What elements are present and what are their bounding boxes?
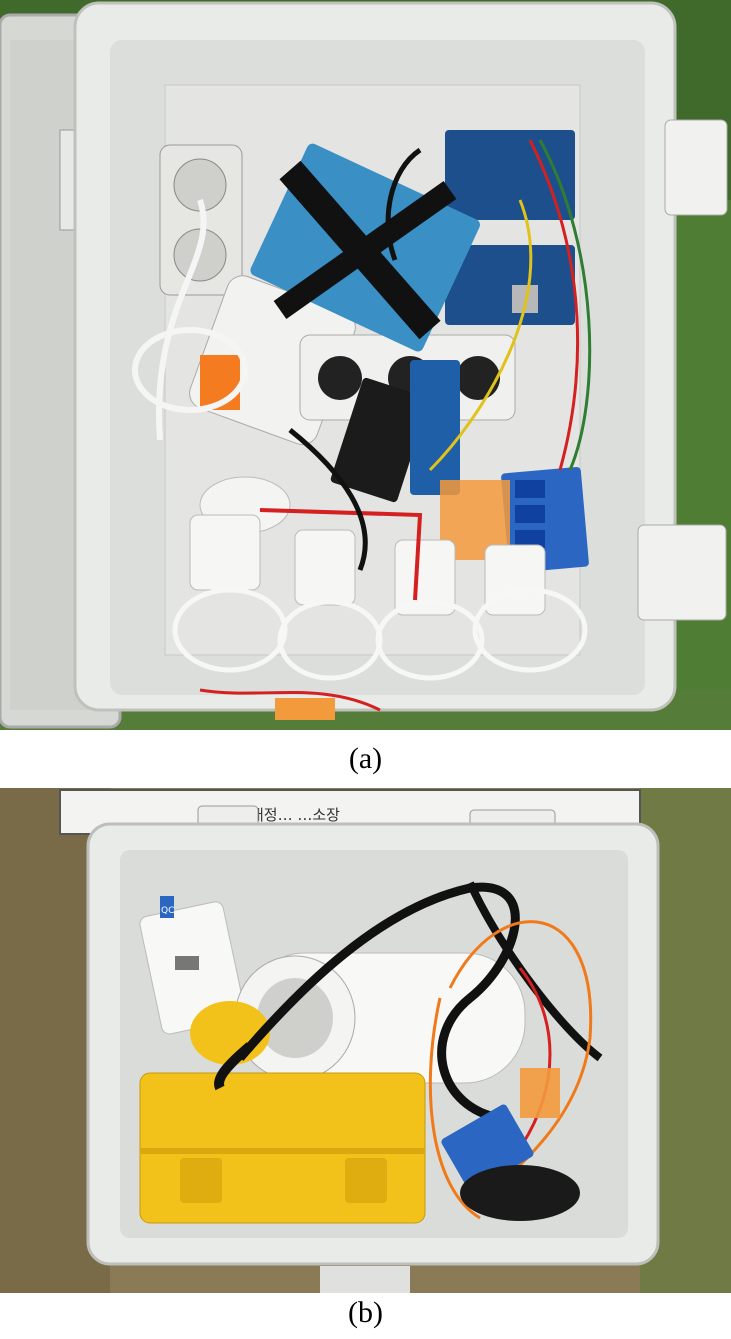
arduino-nano-board — [410, 360, 460, 495]
wago-connector-bottom — [275, 698, 335, 720]
red-wire — [528, 139, 580, 471]
enclosure-photo-b: 대정… …소장 QC — [0, 788, 731, 1293]
esp32-board — [330, 377, 430, 503]
wemos-board-middle — [445, 245, 575, 325]
wemos-board-top — [445, 130, 575, 220]
wago-connector-b — [520, 1068, 560, 1118]
latch-top — [664, 119, 728, 216]
black-power-cable — [236, 882, 520, 1123]
caption-a: (a) — [348, 742, 383, 775]
sign-text: 대정… …소장 — [250, 806, 340, 824]
usb-charger-3 — [394, 539, 456, 616]
usb-charger-4 — [484, 544, 546, 616]
usb-charger-2 — [294, 529, 356, 606]
photo-panel-b: 대정… …소장 QC — [0, 788, 731, 1293]
enclosure-photo-a — [0, 0, 731, 730]
relay-module-b — [441, 1104, 534, 1192]
cable-coil-4 — [472, 587, 588, 673]
cable-coil-1 — [172, 587, 288, 673]
yellow-wire — [428, 199, 533, 472]
caption-b: (b) — [348, 1296, 383, 1329]
enclosure-mount — [320, 1266, 410, 1293]
charger-label: QC — [161, 906, 174, 916]
cable-coil-3 — [375, 599, 485, 681]
red-wire-b — [518, 967, 552, 1149]
usb-charger-1 — [189, 514, 261, 591]
green-wire — [538, 139, 592, 471]
white-cable-coil — [132, 327, 248, 413]
photo-panel-a — [0, 0, 731, 730]
latch-bottom — [637, 524, 727, 621]
black-base — [460, 1165, 580, 1221]
